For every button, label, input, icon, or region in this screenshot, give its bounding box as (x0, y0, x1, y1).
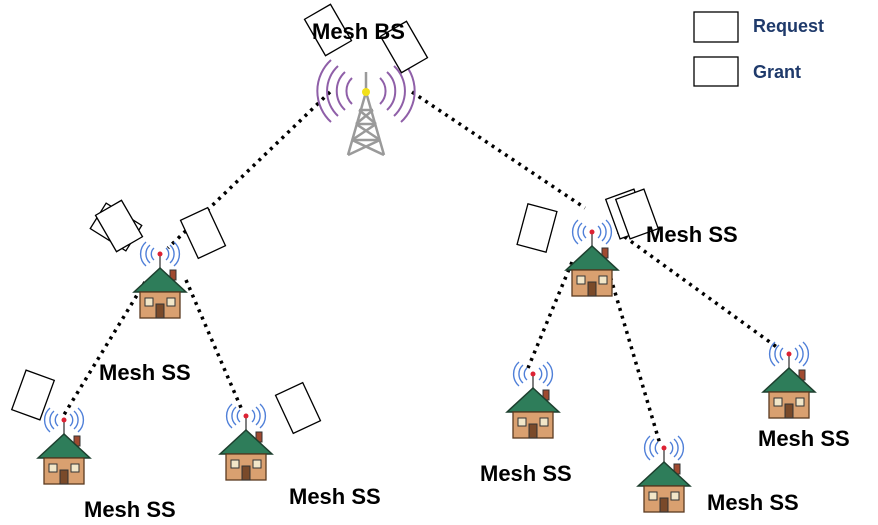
mesh-ss-label: Mesh SS (707, 490, 799, 515)
mesh-ss-label: Mesh SS (480, 461, 572, 486)
message-box (379, 20, 429, 74)
link-bs-ss-right (411, 90, 586, 210)
mesh-ss-house-icon (637, 435, 691, 513)
mesh-ss-label: Mesh SS (646, 222, 738, 247)
legend-grant-label: Grant (753, 62, 802, 82)
legend-request-box (693, 11, 739, 43)
mesh-ss-label: Mesh SS (758, 426, 850, 451)
mesh-ss-label: Mesh SS (99, 360, 191, 385)
message-box (10, 369, 56, 421)
message-box (179, 206, 227, 260)
mesh-ss-label: Mesh SS (84, 497, 176, 522)
mesh-ss-house-icon (219, 403, 273, 481)
base-station-tower-icon (316, 59, 416, 157)
legend-request-label: Request (753, 16, 825, 36)
mesh-ss-house-icon (133, 241, 187, 319)
link-ss-left-child2 (184, 279, 244, 411)
message-box (274, 381, 322, 435)
message-box (614, 188, 660, 240)
message-box (303, 3, 353, 57)
message-boxes (10, 3, 660, 435)
mesh-ss-house-icon (37, 407, 91, 485)
link-ss-right-child2 (604, 261, 662, 445)
mesh-ss-house-icon (565, 219, 619, 297)
link-bs-ss-left (166, 90, 332, 250)
mesh-ss-house-icon (506, 361, 560, 439)
message-box (94, 199, 144, 253)
mesh-ss-label: Mesh SS (289, 484, 381, 509)
message-box (516, 203, 558, 253)
link-ss-right-child1 (526, 261, 574, 369)
link-ss-right-child3 (616, 230, 780, 350)
legend-grant-box (693, 56, 739, 87)
mesh-bs-label: Mesh BS (312, 19, 405, 44)
mesh-ss-house-icon (762, 341, 816, 419)
link-ss-left-child1 (60, 281, 147, 419)
mesh-links (60, 90, 780, 445)
